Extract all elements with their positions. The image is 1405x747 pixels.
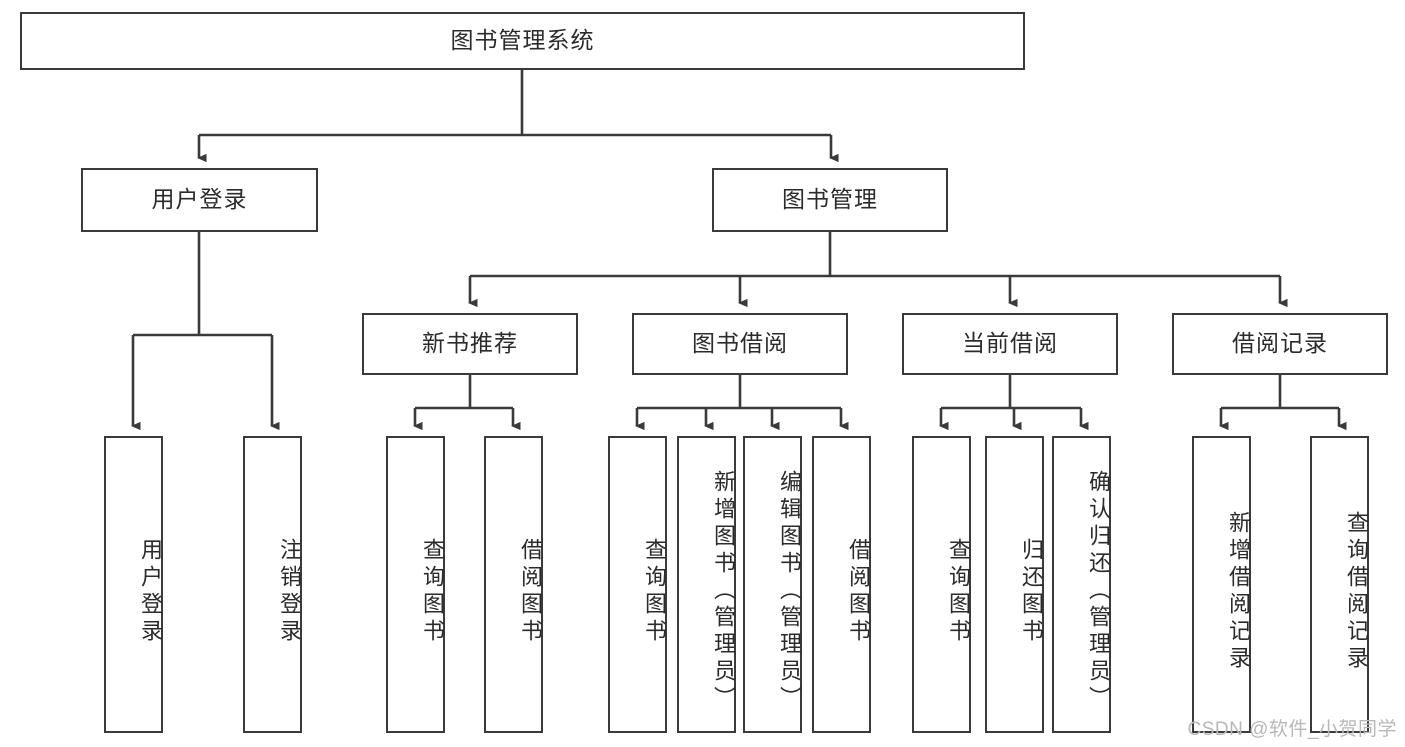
node-book-manage-label: 图书管理: [782, 186, 878, 213]
node-leaf-add-book-admin[interactable]: 新增图书（管理员）: [677, 436, 736, 733]
node-leaf-user-login[interactable]: 用户登录: [104, 436, 163, 733]
node-current-borrow[interactable]: 当前借阅: [902, 313, 1118, 375]
node-leaf-add-borrow-record[interactable]: 新增借阅记录: [1192, 436, 1251, 733]
node-borrow-record-label: 借阅记录: [1232, 330, 1328, 357]
node-leaf-borrow-book-1[interactable]: 借阅图书: [484, 436, 543, 733]
node-borrow-record[interactable]: 借阅记录: [1172, 313, 1388, 375]
node-book-manage[interactable]: 图书管理: [712, 168, 948, 232]
node-leaf-query-book-1[interactable]: 查询图书: [386, 436, 445, 733]
node-book-borrow-label: 图书借阅: [692, 330, 788, 357]
node-user-login[interactable]: 用户登录: [81, 168, 318, 232]
node-leaf-edit-book-admin[interactable]: 编辑图书（管理员）: [743, 436, 802, 733]
node-current-borrow-label: 当前借阅: [962, 330, 1058, 357]
node-leaf-borrow-book-1-label: 借阅图书: [518, 537, 543, 646]
node-leaf-user-login-label: 用户登录: [138, 537, 163, 646]
node-leaf-return-book-label: 归还图书: [1019, 537, 1044, 646]
node-leaf-query-borrow-record[interactable]: 查询借阅记录: [1310, 436, 1369, 733]
node-leaf-query-book-2-label: 查询图书: [642, 537, 667, 646]
node-root-label: 图书管理系统: [450, 27, 595, 54]
node-leaf-query-book-2[interactable]: 查询图书: [608, 436, 667, 733]
node-new-book-recommend[interactable]: 新书推荐: [362, 313, 578, 375]
node-leaf-add-book-admin-label: 新增图书（管理员）: [711, 470, 736, 713]
node-leaf-borrow-book-2[interactable]: 借阅图书: [812, 436, 871, 733]
node-leaf-return-book[interactable]: 归还图书: [985, 436, 1044, 733]
node-leaf-query-book-3[interactable]: 查询图书: [912, 436, 971, 733]
node-leaf-confirm-return-admin[interactable]: 确认归还（管理员）: [1052, 436, 1111, 733]
node-leaf-query-book-1-label: 查询图书: [420, 537, 445, 646]
node-leaf-add-borrow-record-label: 新增借阅记录: [1226, 510, 1251, 673]
node-book-borrow[interactable]: 图书借阅: [632, 313, 848, 375]
node-leaf-edit-book-admin-label: 编辑图书（管理员）: [777, 470, 802, 713]
node-leaf-logout[interactable]: 注销登录: [243, 436, 302, 733]
node-leaf-borrow-book-2-label: 借阅图书: [846, 537, 871, 646]
node-leaf-query-book-3-label: 查询图书: [946, 537, 971, 646]
node-root[interactable]: 图书管理系统: [20, 12, 1025, 70]
node-user-login-label: 用户登录: [151, 186, 248, 213]
node-leaf-logout-label: 注销登录: [277, 537, 302, 646]
node-leaf-confirm-return-admin-label: 确认归还（管理员）: [1086, 470, 1111, 713]
node-leaf-query-borrow-record-label: 查询借阅记录: [1344, 510, 1369, 673]
node-new-book-recommend-label: 新书推荐: [422, 330, 518, 357]
